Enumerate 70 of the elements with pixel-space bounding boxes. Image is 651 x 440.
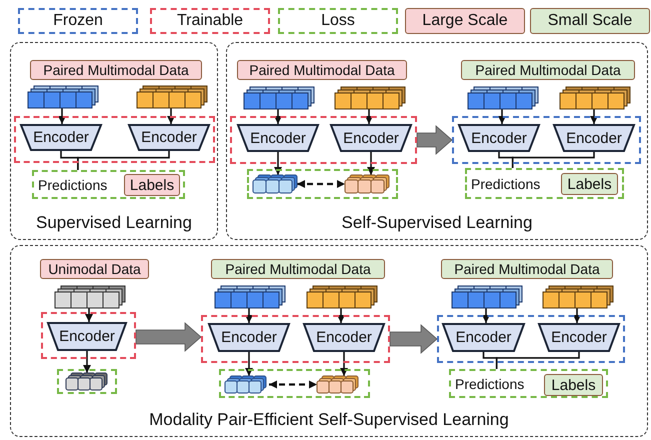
arrow — [83, 351, 91, 373]
arrow — [245, 308, 253, 323]
encoder-label: Encoder — [471, 130, 527, 146]
predictions-label: Predictions — [471, 176, 540, 192]
arrow — [337, 308, 345, 323]
legend-label: Small Scale — [548, 12, 632, 30]
arrow — [498, 109, 506, 124]
encoder-label: Encoder — [566, 130, 622, 146]
loss-group-frame — [247, 169, 398, 199]
panel-frame — [10, 245, 648, 437]
data-source-tag: Paired Multimodal Data — [461, 60, 635, 80]
arrow — [365, 109, 373, 124]
arrow — [274, 109, 282, 124]
arrow — [573, 308, 581, 323]
arrow — [85, 308, 93, 322]
encoder-label: Encoder — [250, 130, 306, 146]
frozen-group-frame — [437, 315, 625, 363]
arrow — [58, 108, 66, 124]
arrow — [367, 152, 375, 175]
data-source-tag: Paired Multimodal Data — [237, 60, 407, 80]
frozen-group-frame — [452, 116, 641, 164]
trainable-group-frame — [41, 312, 136, 359]
arrow — [167, 108, 175, 124]
predictions-label: Predictions — [38, 176, 108, 192]
encoder-label: Encoder — [551, 329, 607, 346]
stage-arrow — [136, 322, 202, 352]
arrow — [274, 152, 282, 175]
loss-group-frame — [32, 170, 185, 199]
loss-group-frame — [449, 369, 608, 398]
encoder-label: Encoder — [59, 328, 115, 345]
connector-line — [496, 352, 580, 369]
stage-arrow — [416, 125, 453, 155]
arrow — [340, 352, 348, 376]
legend-label: Large Scale — [422, 12, 508, 30]
encoder-label: Encoder — [343, 130, 399, 146]
stage-arrow — [390, 324, 438, 354]
legend-label: Frozen — [53, 12, 103, 30]
arrow — [482, 308, 490, 323]
panel-title: Self-Supervised Learning — [340, 213, 534, 233]
encoder-label: Encoder — [141, 129, 197, 146]
trainable-group-frame — [14, 116, 215, 163]
panel-title: Modality Pair-Efficient Self-Supervised Learning — [148, 410, 510, 430]
arrow — [269, 380, 317, 388]
data-source-tag: Paired Multimodal Data — [30, 60, 202, 80]
encoder-label: Encoder — [221, 329, 277, 346]
panel-title: Supervised Learning — [35, 213, 193, 233]
ground-truth-tag: Labels — [561, 173, 618, 195]
data-source-tag: Paired Multimodal Data — [441, 259, 613, 279]
legend-label: Loss — [321, 12, 355, 30]
encoder-label: Encoder — [316, 329, 372, 346]
arrow — [297, 180, 345, 188]
predictions-label: Predictions — [455, 376, 524, 392]
encoder-label: Encoder — [456, 329, 512, 346]
loss-group-frame — [465, 168, 624, 199]
panel-frame — [226, 42, 648, 240]
loss-group-frame — [219, 369, 370, 398]
data-source-tag: Paired Multimodal Data — [211, 259, 385, 279]
legend-label: Trainable — [176, 12, 244, 30]
data-source-tag: Unimodal Data — [40, 259, 149, 279]
connector-line — [77, 151, 170, 170]
loss-group-frame — [57, 369, 117, 394]
panel-frame — [10, 42, 218, 240]
encoder-label: Encoder — [33, 129, 89, 146]
connector-line — [512, 152, 595, 168]
arrow — [245, 352, 253, 376]
trainable-group-frame — [201, 315, 390, 363]
ground-truth-tag: Labels — [124, 174, 180, 196]
arrow — [590, 109, 598, 124]
trainable-group-frame — [230, 116, 417, 164]
ground-truth-tag: Labels — [544, 374, 603, 396]
